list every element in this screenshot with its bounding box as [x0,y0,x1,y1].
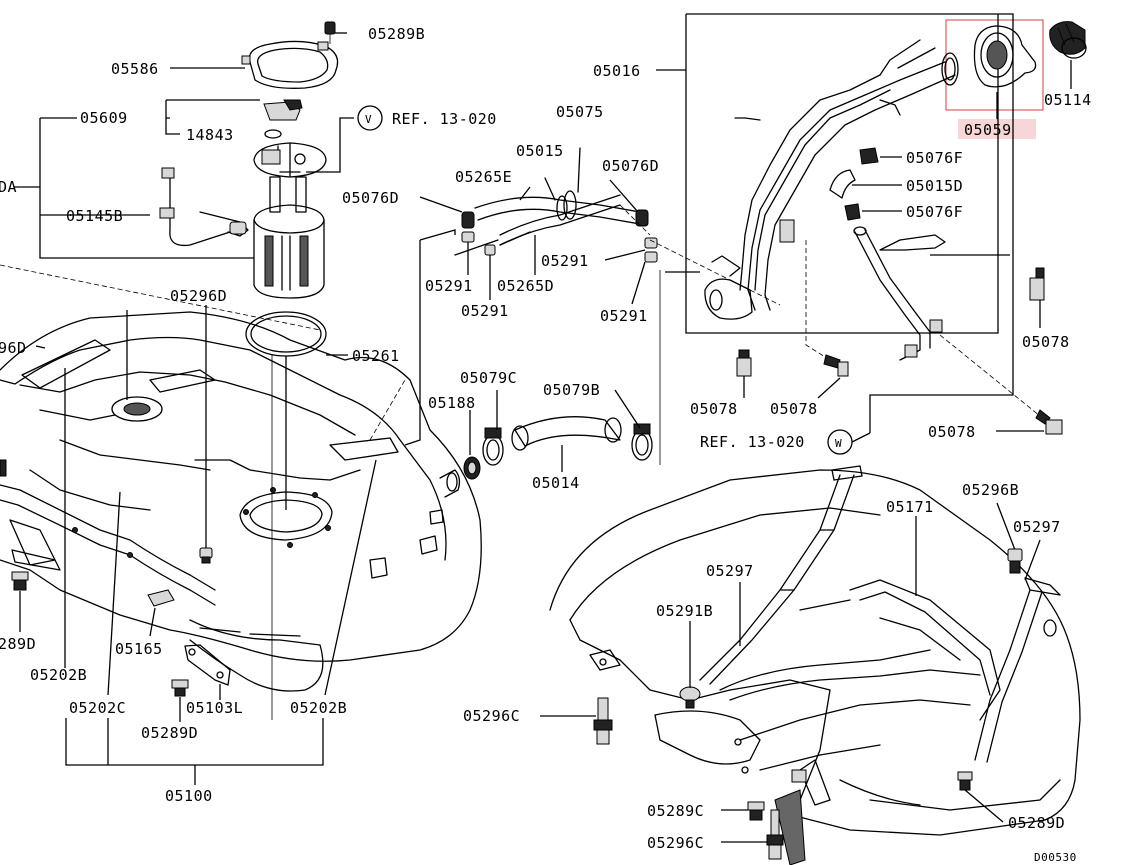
label-W: W [835,437,842,450]
label-05265E: 05265E [455,168,512,186]
label-05100: 05100 [165,787,213,805]
nut-05289D-right [957,771,973,791]
label-05078-a: 05078 [690,400,738,418]
label-05609: 05609 [80,109,128,127]
label-05202B-right: 05202B [290,699,347,717]
label-05291-c: 05291 [541,252,589,270]
label-05296D: 05296D [170,287,227,305]
bolt-05078-b [823,354,849,377]
filler-group-frame [685,13,1014,433]
label-05586: 05586 [111,60,159,78]
label-V: V [365,113,372,126]
grommet-05188 [463,456,481,480]
clamp-05079B [631,423,653,461]
nut-05289D-mid [171,679,189,697]
hose-05015D [829,169,856,199]
clip-05296D [199,547,213,564]
label-05291-b: 05291 [461,302,509,320]
label-05079C: 05079C [460,369,517,387]
clamp-05076D-right [635,209,658,263]
label-05078-c: 05078 [1022,333,1070,351]
clamp-05076F-upper [859,147,879,165]
filler-hose-05014 [511,416,622,451]
oring-14843 [264,129,282,139]
breather-tube [853,226,946,361]
label-05015D: 05015D [906,177,963,195]
label-05289C: 05289C [647,802,704,820]
label-05075: 05075 [556,103,604,121]
bolt-05078-c [1029,267,1045,301]
label-14843: 14843 [186,126,234,144]
label-05165: 05165 [115,640,163,658]
label-05202B-left: 05202B [30,666,87,684]
label-96D: 96D [0,339,27,357]
label-05076D-right: 05076D [602,157,659,175]
bolt-05296C-a [593,697,613,745]
label-05296C-b: 05296C [647,834,704,852]
clip-05296B [1007,548,1023,574]
nut-05289C [747,801,765,821]
label-DA: DA [0,178,17,196]
label-05202C: 05202C [69,699,126,717]
bolt-05078-d [1035,409,1063,435]
label-05289D-mid: 05289D [141,724,198,742]
fuel-tank-05100 [0,311,482,692]
highlight-box-05059 [945,19,1044,111]
fuel-cap-05114 [1049,21,1087,59]
label-05261: 05261 [352,347,400,365]
label-05078-d: 05078 [928,423,976,441]
part-05165 [147,589,175,607]
label-05014: 05014 [532,474,580,492]
label-05145B: 05145B [66,207,123,225]
label-05297-mid: 05297 [706,562,754,580]
diagram-code: D00530 [1034,851,1077,864]
label-05188: 05188 [428,394,476,412]
label-05296C-a: 05296C [463,707,520,725]
label-05291B: 05291B [656,602,713,620]
filler-cap-seal-05059 [973,25,1037,88]
label-289D-left: 289D [0,635,36,653]
label-05296B: 05296B [962,481,1019,499]
label-ref-13-020-W: REF. 13-020 [700,433,805,451]
clamp-05076F-lower [844,203,861,221]
label-05289B-top: 05289B [368,25,425,43]
bolt-05078-a [736,349,752,377]
label-05103L: 05103L [186,699,243,717]
label-05078-b: 05078 [770,400,818,418]
highlight-label-bg-05059 [958,119,1036,139]
label-05171: 05171 [886,498,934,516]
label-05015: 05015 [516,142,564,160]
bolt-05296C-b [766,809,784,860]
label-05079B: 05079B [543,381,600,399]
label-05291-d: 05291 [600,307,648,325]
label-05265D: 05265D [497,277,554,295]
lock-ring-05586 [241,40,339,89]
label-05076D-left: 05076D [342,189,399,207]
filler-neck-05016 [704,39,959,320]
label-05297-right: 05297 [1013,518,1061,536]
nut-05289B-top [324,21,336,44]
label-ref-13-020-V: REF. 13-020 [392,110,497,128]
clamp-05079C [482,427,504,466]
pump-bracket [14,117,254,259]
hose-assembly-05075 [454,147,641,256]
fuel-pump-module [159,142,327,299]
fuel-tank-right [549,465,1081,865]
clip-05291-mid [484,244,496,256]
label-05059: 05059 [964,121,1012,139]
label-05016: 05016 [593,62,641,80]
label-05289D-right: 05289D [1008,814,1065,832]
label-05076F-upper: 05076F [906,149,963,167]
label-05076F-lower: 05076F [906,203,963,221]
nut-289D-left [11,571,29,591]
connector-05609 [263,99,303,121]
label-05114: 05114 [1044,91,1092,109]
bracket-05103L [184,644,231,686]
label-05291-a: 05291 [425,277,473,295]
clamp-05076D-left [461,211,475,243]
